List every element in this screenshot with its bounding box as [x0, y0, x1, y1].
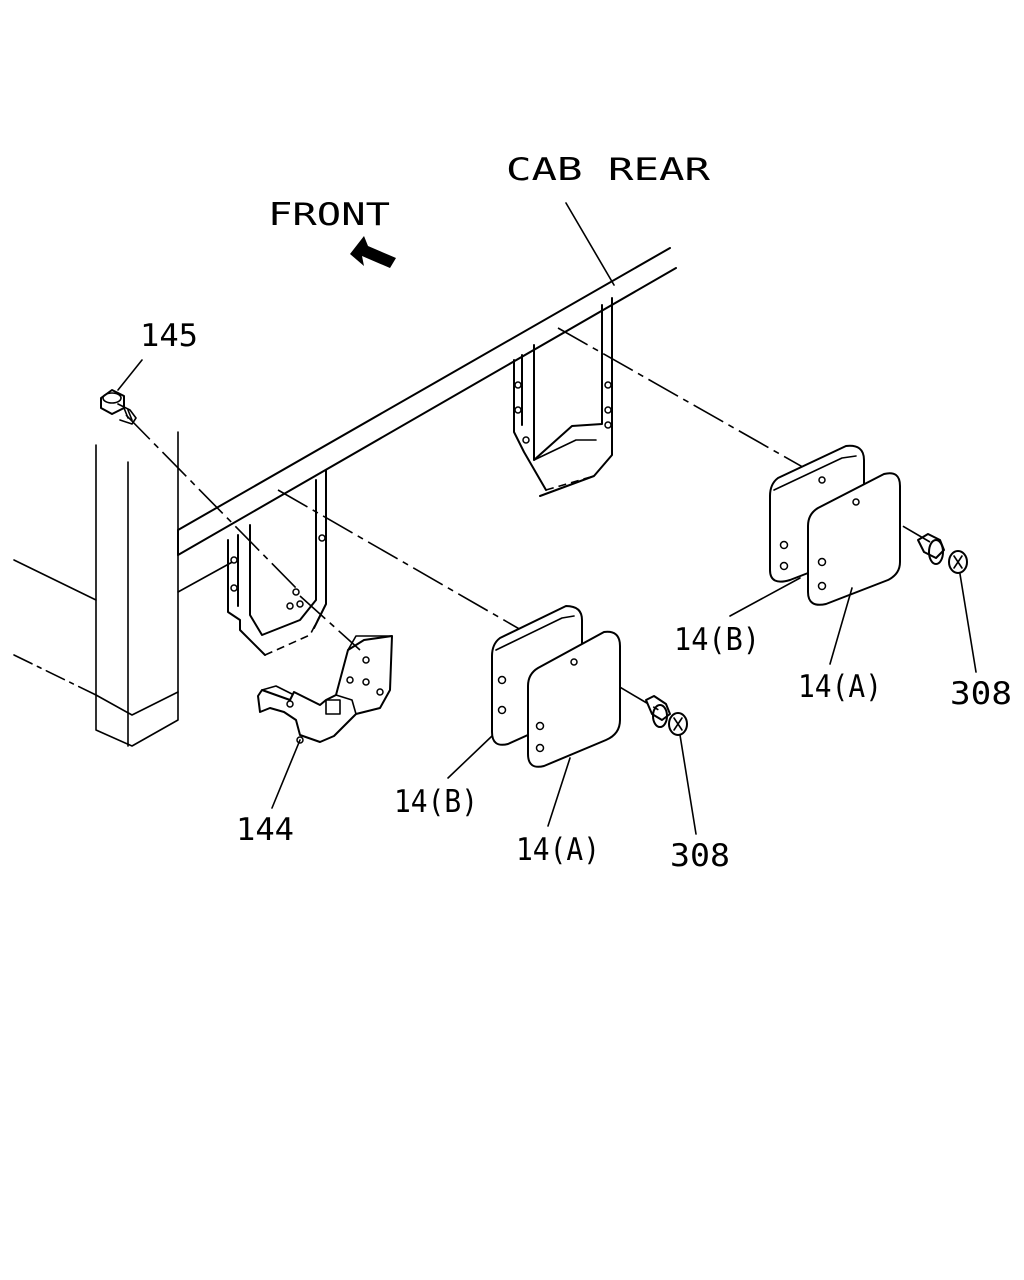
- part-308-left-label: 308: [670, 838, 730, 874]
- right-screw-308: [917, 533, 977, 673]
- bracket-144: [257, 635, 393, 809]
- bolt-145: [100, 359, 143, 425]
- front-arrow-icon: [350, 236, 396, 268]
- cab-rear-beam: [177, 202, 677, 593]
- right-mount-channel: [513, 297, 613, 497]
- front-label: FRONT: [268, 197, 390, 233]
- right-plate-14a: [807, 472, 901, 665]
- part-14b-right-label: 14(B): [674, 622, 760, 658]
- part-308-right-label: 308: [950, 676, 1012, 712]
- cab-rear-label: CAB REAR: [506, 152, 710, 188]
- part-145-label: 145: [140, 318, 198, 354]
- frame-post: [13, 431, 179, 747]
- part-14a-left-label: 14(A): [516, 832, 600, 868]
- left-screw-308: [645, 695, 697, 835]
- part-14a-right-label: 14(A): [798, 669, 882, 705]
- part-144-label: 144: [236, 812, 294, 848]
- left-mount-channel: [227, 469, 327, 656]
- part-14b-left-label: 14(B): [394, 784, 478, 820]
- left-plate-14a: [527, 630, 621, 827]
